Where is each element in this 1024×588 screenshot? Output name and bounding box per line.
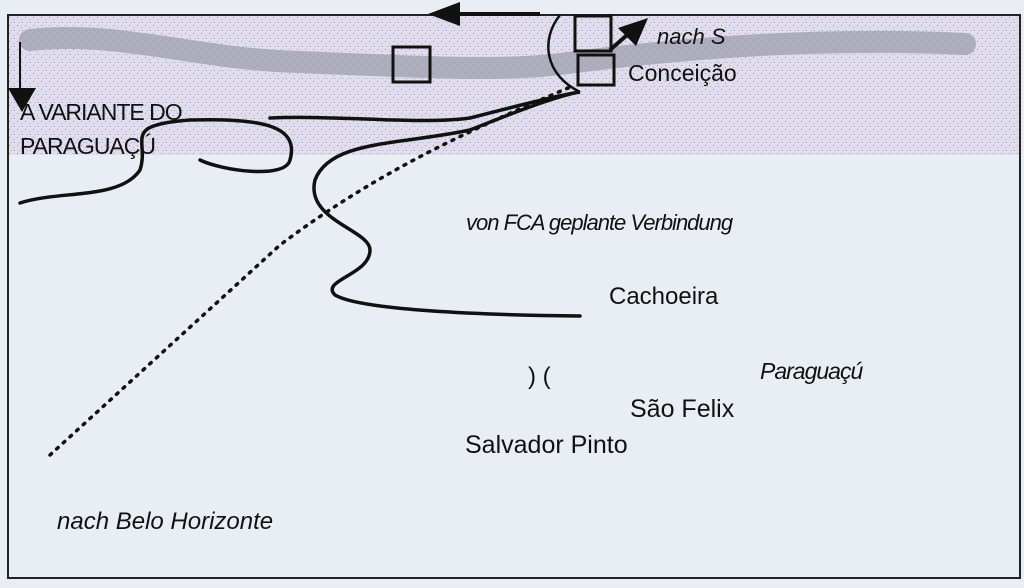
label-cachoeira: Cachoeira (609, 283, 719, 310)
arrow-south-icon (8, 42, 36, 112)
arrow-northeast-icon (608, 18, 648, 52)
label-paraguacu: Paraguaçú (760, 358, 863, 384)
label-sao-felix: São Felix (630, 395, 735, 423)
label-planned-connection: von FCA geplante Verbindung (466, 210, 733, 235)
arrow-west-icon (428, 2, 540, 26)
label-variante-line1: A VARIANTE DO (20, 99, 183, 125)
planned-connection-dotted-line (48, 83, 577, 457)
label-belo-horizonte: nach Belo Horizonte (57, 508, 274, 535)
bridge-symbol: ) ( (528, 363, 551, 390)
grey-rail-band (19, 27, 976, 79)
label-nach-s: nach S (657, 24, 726, 49)
label-salvador-pinto: Salvador Pinto (465, 431, 628, 459)
river-paraguacu (18, 90, 582, 318)
river-upper-curve (547, 14, 581, 94)
label-variante-line2: PARAGUAÇÚ (20, 133, 156, 159)
station-box-conceicao (576, 53, 616, 87)
station-box-1 (391, 45, 432, 84)
label-conceicao: Conceição (628, 60, 737, 86)
station-box-2 (573, 14, 613, 53)
